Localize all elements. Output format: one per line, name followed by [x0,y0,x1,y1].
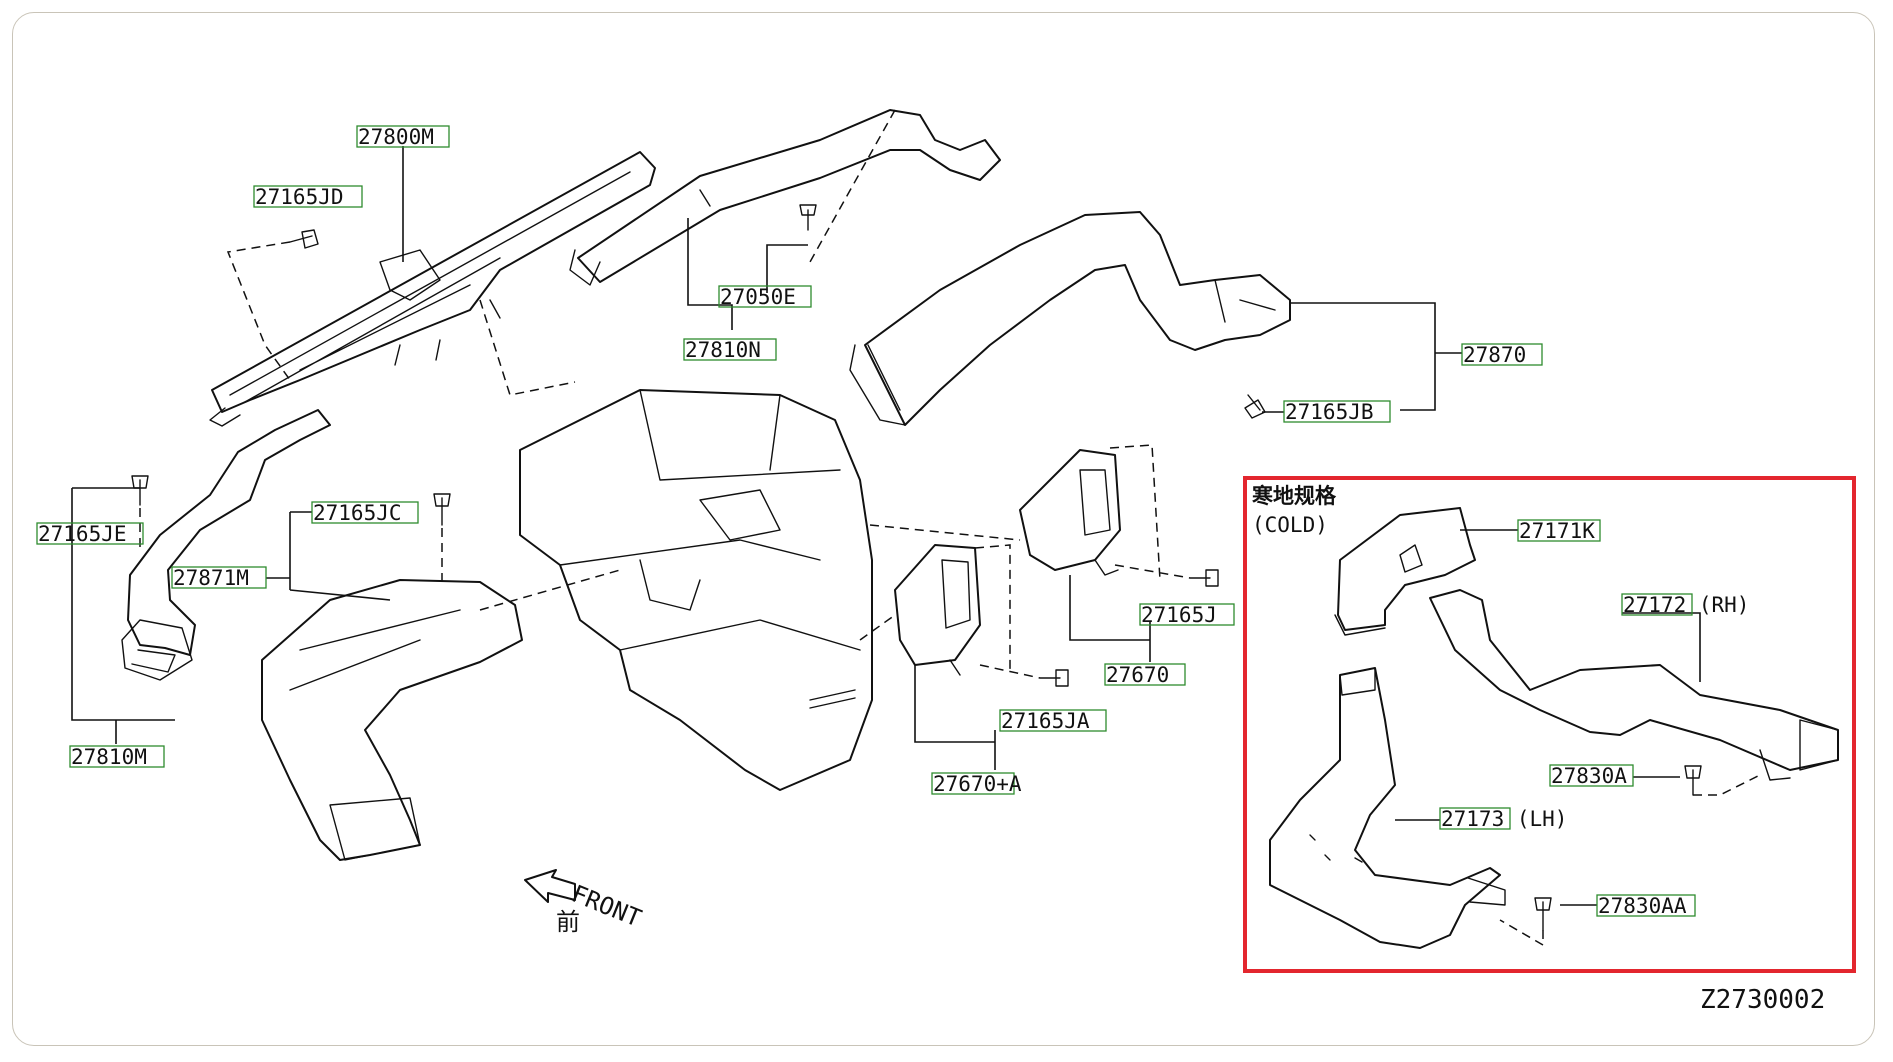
screw-icon [289,229,319,249]
side-duct-27870 [849,211,1291,426]
part-number-27165JB: 27165JB [1285,400,1374,424]
cold-spec-title: 寒地规格 [1252,484,1337,508]
screw-icon [1189,569,1219,587]
heater-unit [519,389,873,791]
cold-spec-subtitle: (COLD) [1252,513,1328,537]
front-direction-indicator: FRONT 前 [524,869,645,936]
left-side-duct-27810M [121,409,331,681]
callout-27830AA: 27830AA [1596,894,1696,918]
callout-27165JE: 27165JE [36,522,144,546]
diagram-id: Z2730002 [1700,985,1825,1015]
part-number-27171K: 27171K [1519,519,1595,543]
part-number-27830A: 27830A [1551,764,1627,788]
callout-27172: 27172 (RH) [1621,593,1749,617]
callout-27870: 27870 [1461,343,1543,367]
part-number-27870: 27870 [1463,343,1526,367]
screw-icon [131,475,149,506]
part-number-27810M: 27810M [71,745,147,769]
diagram-sheet [12,12,1875,1046]
cold-spec-highlight-frame [1243,476,1856,973]
screw-icons [131,204,1702,931]
dashed-connectors [139,109,1191,679]
cold-spec-inset: 寒地规格 (COLD) 27171K 27172 (RH) 2783 [1243,476,1856,973]
screw-icon [1244,394,1266,419]
front-label-cn: 前 [556,908,580,936]
part-number-27165JD: 27165JD [255,185,344,209]
callout-27165JD: 27165JD [253,185,363,209]
part-number-27670A: 27670+A [933,772,1022,796]
defroster-nozzle-27800M [209,151,656,427]
screw-icon [1534,897,1552,931]
screw-icon [433,493,451,526]
part-number-27172: 27172 (RH) [1623,593,1749,617]
part-number-27830AA: 27830AA [1598,894,1687,918]
part-number-27165J: 27165J [1141,603,1217,627]
callout-27810M: 27810M [69,745,165,769]
callout-27670A: 27670+A [931,772,1022,796]
callout-27050E: 27050E [718,285,812,309]
part-number-27165JE: 27165JE [38,522,127,546]
front-arrow-icon [524,869,576,903]
callout-27165JB: 27165JB [1283,400,1391,424]
callout-27830A: 27830A [1549,764,1634,788]
part-number-27670: 27670 [1106,663,1169,687]
part-number-27800M: 27800M [358,125,434,149]
callout-27871M: 27871M [171,566,267,590]
part-number-27871M: 27871M [173,566,249,590]
screw-icon [799,204,817,231]
callout-27165JA: 27165JA [999,709,1107,733]
callout-27171K: 27171K [1517,519,1601,543]
callout-27173: 27173 (LH) [1439,807,1567,831]
air-duct-27670-upper [1019,449,1121,576]
callout-27165J: 27165J [1139,603,1235,627]
air-duct-27670A-lower [894,544,981,676]
screw-icon [1039,669,1069,687]
part-number-27173: 27173 (LH) [1441,807,1567,831]
leader-lines [71,146,1462,770]
part-number-27165JC: 27165JC [313,501,402,525]
screw-icon [1684,765,1702,796]
callout-27810N: 27810N [683,338,777,362]
part-number-27810N: 27810N [685,338,761,362]
part-number-27165JA: 27165JA [1001,709,1090,733]
callout-27670: 27670 [1104,663,1186,687]
callout-27800M: 27800M [356,125,450,149]
floor-duct-27871M [261,579,523,861]
part-number-27050E: 27050E [720,285,796,309]
center-duct-27810N [569,109,1001,286]
callout-27165JC: 27165JC [311,501,419,525]
